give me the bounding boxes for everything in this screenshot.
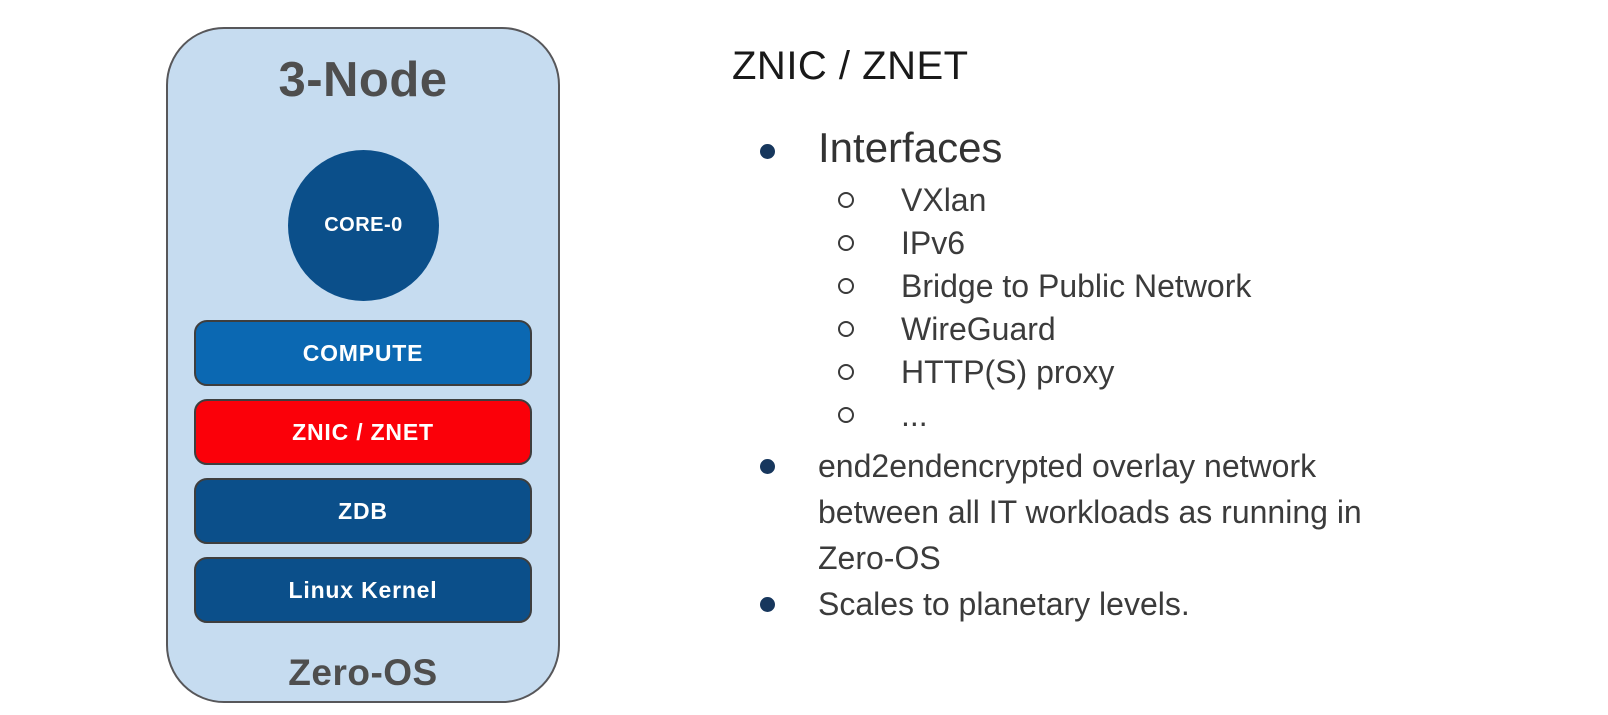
list-item-label: WireGuard xyxy=(901,311,1056,347)
layer-compute: COMPUTE xyxy=(194,320,532,386)
interfaces-sub-list: VXlan IPv6 Bridge to Public Network Wire… xyxy=(732,179,1532,437)
circle-bullet-icon xyxy=(838,192,854,208)
list-item-label: Interfaces xyxy=(818,124,1003,171)
layer-linux-kernel: Linux Kernel xyxy=(194,557,532,623)
list-item: VXlan xyxy=(732,179,1532,222)
diagram-footer: Zero-OS xyxy=(288,652,438,693)
bullet-dot-icon xyxy=(760,597,775,612)
list-item-label: VXlan xyxy=(901,182,987,218)
list-item-scales: Scales to planetary levels. xyxy=(732,581,1532,627)
page-title: ZNIC / ZNET xyxy=(732,44,969,88)
layer-linux-kernel-label: Linux Kernel xyxy=(288,576,438,603)
bullet-dot-icon xyxy=(760,459,775,474)
list-item: WireGuard xyxy=(732,308,1532,351)
circle-bullet-icon xyxy=(838,364,854,380)
list-item-label: ... xyxy=(901,397,928,433)
layer-zdb-label: ZDB xyxy=(338,497,388,524)
core-0-circle: CORE-0 xyxy=(288,150,439,301)
layer-compute-label: COMPUTE xyxy=(302,339,424,366)
list-item-label: Scales to planetary levels. xyxy=(818,586,1190,622)
layer-zdb: ZDB xyxy=(194,478,532,544)
list-item-label: end2endencrypted overlay network between… xyxy=(818,448,1362,576)
layer-znic-znet: ZNIC / ZNET xyxy=(194,399,532,465)
core-0-label: CORE-0 xyxy=(324,214,403,236)
layer-znic-znet-label: ZNIC / ZNET xyxy=(292,418,434,445)
circle-bullet-icon xyxy=(838,278,854,294)
list-item-label: Bridge to Public Network xyxy=(901,268,1252,304)
list-item: Bridge to Public Network xyxy=(732,265,1532,308)
circle-bullet-icon xyxy=(838,235,854,251)
list-item-interfaces: Interfaces xyxy=(732,120,1532,176)
list-item: IPv6 xyxy=(732,222,1532,265)
circle-bullet-icon xyxy=(838,321,854,337)
list-item-overlay-network: end2endencrypted overlay network between… xyxy=(732,443,1532,581)
circle-bullet-icon xyxy=(838,407,854,423)
list-item-label: IPv6 xyxy=(901,225,966,261)
bullet-dot-icon xyxy=(760,144,775,159)
list-item: ... xyxy=(732,394,1532,437)
zero-os-node-diagram: 3-Node CORE-0 COMPUTE ZNIC / ZNET ZDB Li… xyxy=(166,27,560,703)
diagram-title: 3-Node xyxy=(278,53,448,107)
slide-content: ZNIC / ZNET Interfaces VXlan IPv6 Bridge… xyxy=(732,40,1532,627)
list-item-label: HTTP(S) proxy xyxy=(901,354,1115,390)
list-item: HTTP(S) proxy xyxy=(732,351,1532,394)
